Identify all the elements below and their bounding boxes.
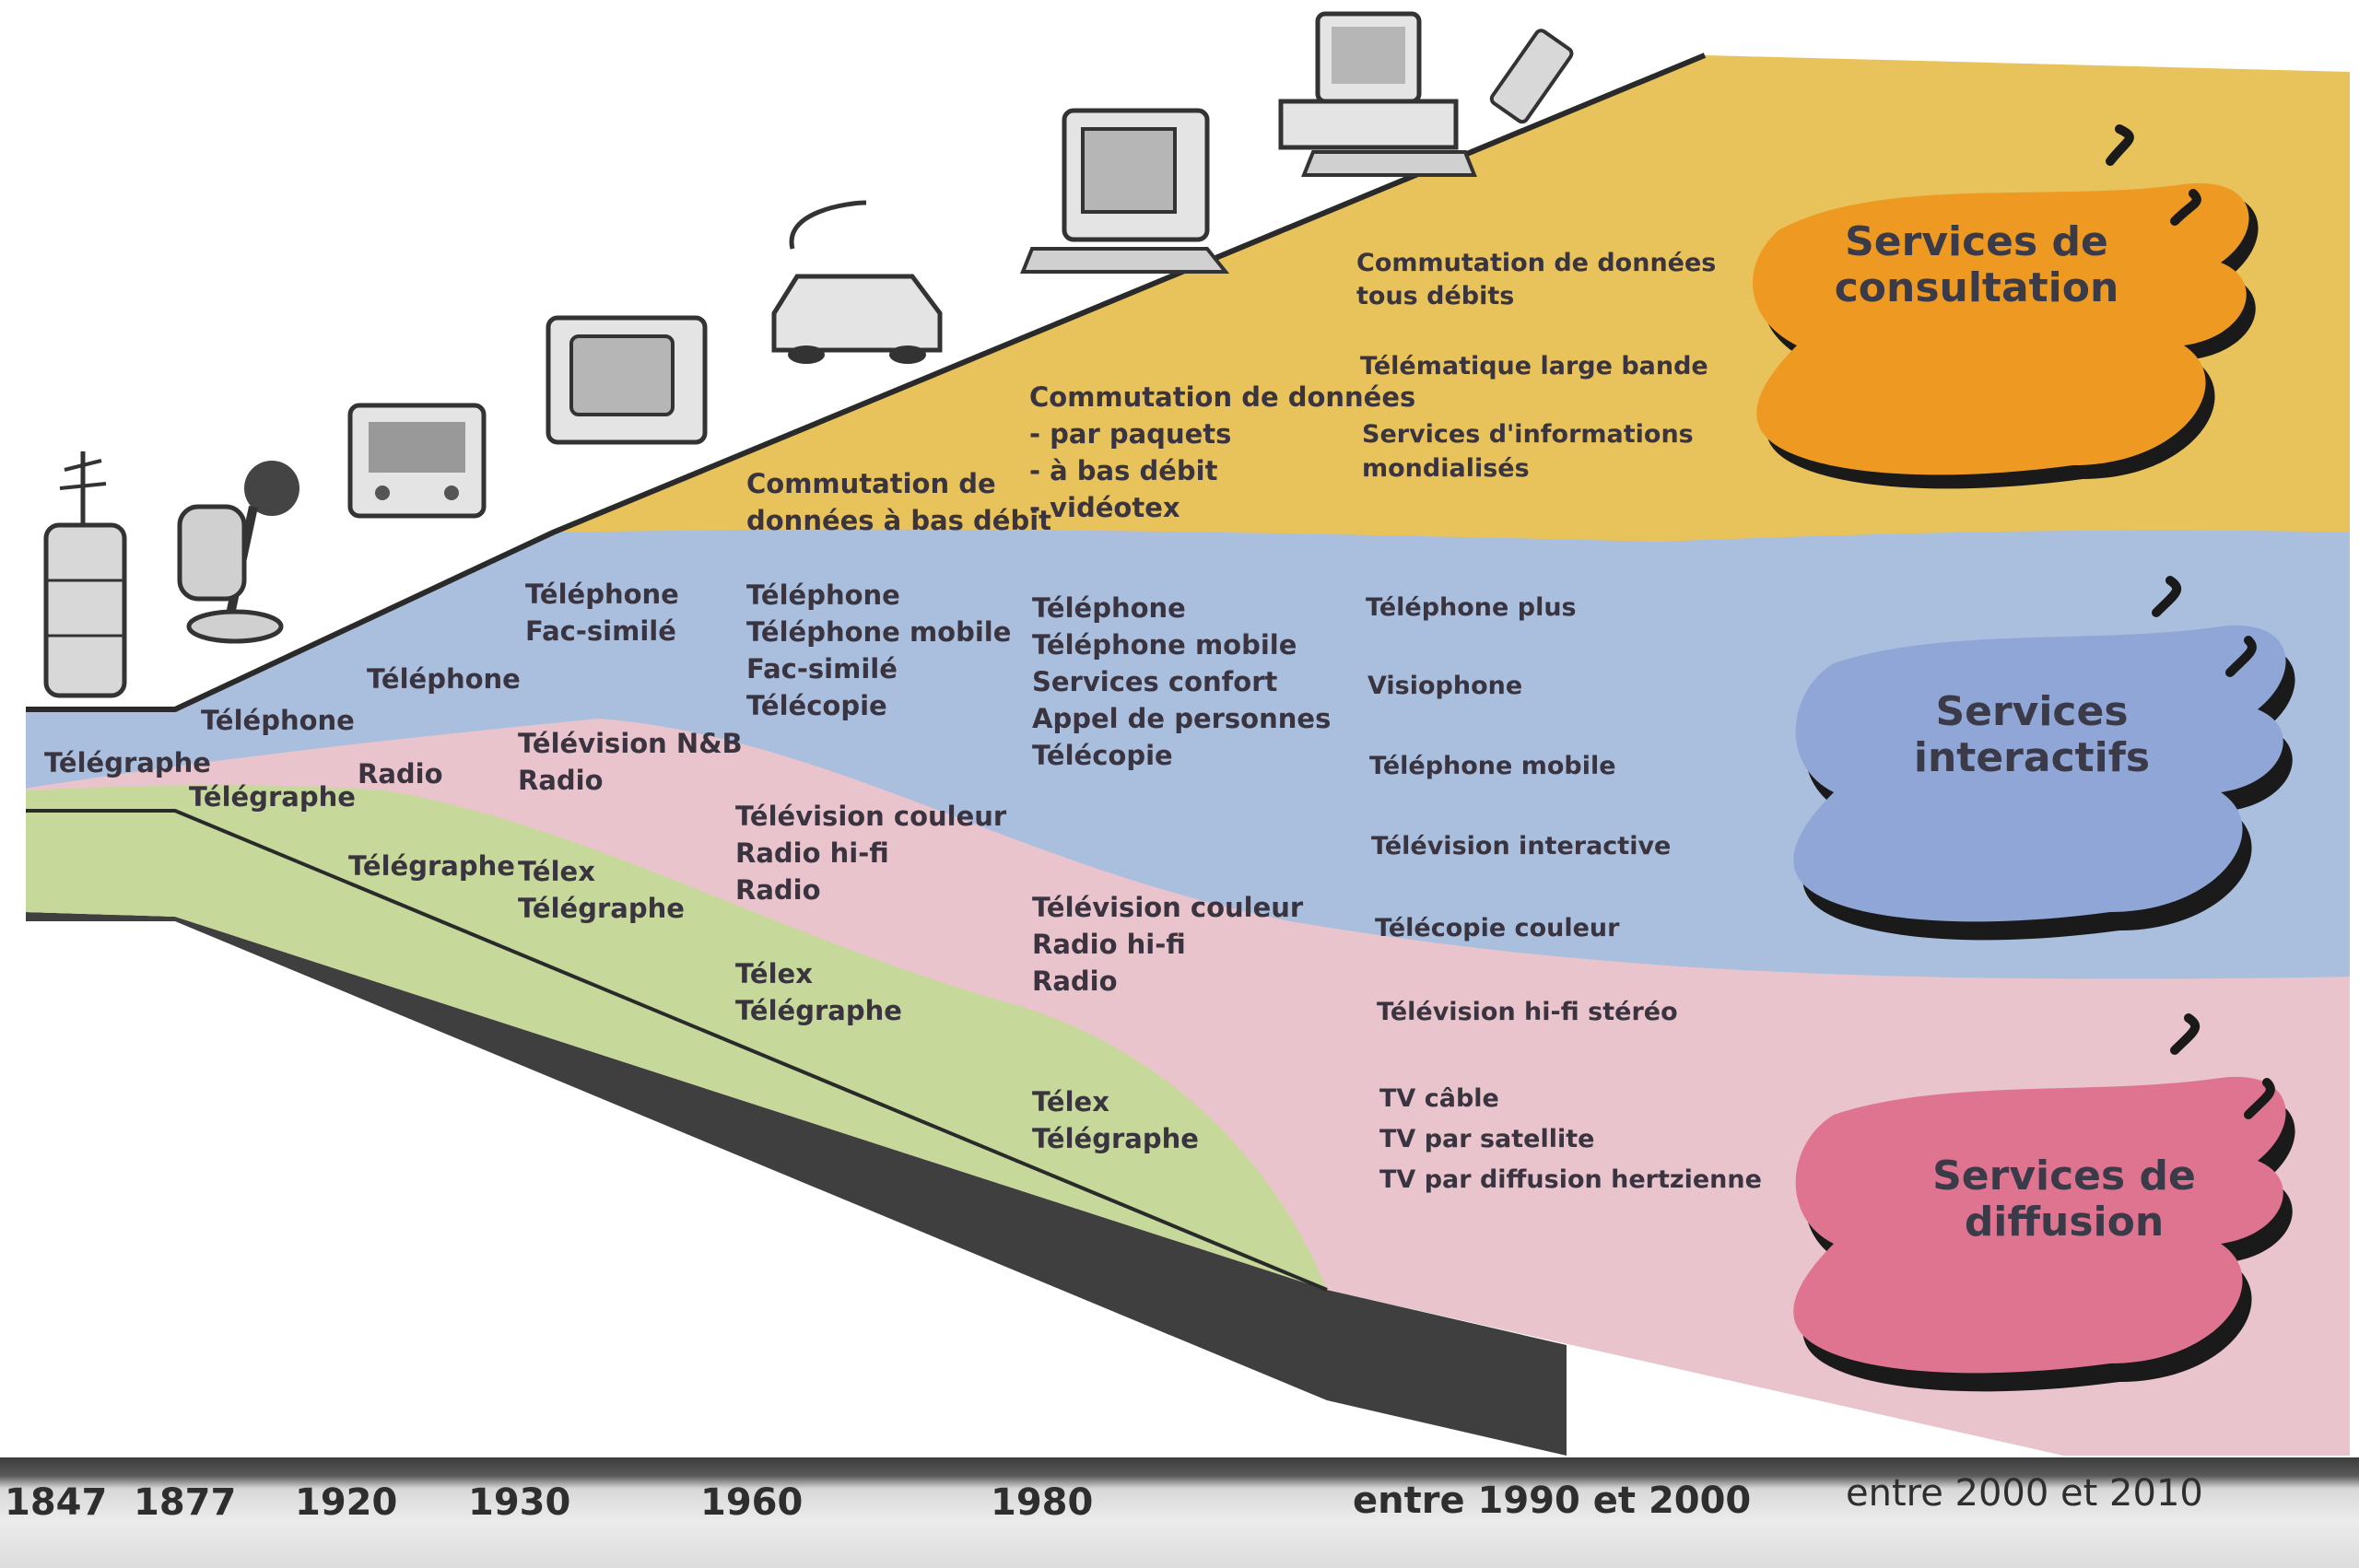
label-1990-interactive-3: Téléphone mobile [1369,752,1616,780]
timeline-bar [0,1457,2359,1568]
label-1920-broadcast: Radio [358,758,443,790]
label-1960-broadcast: Télévision couleur Radio hi-fi Radio [735,801,1007,906]
label-1877-legacy: Télégraphe [189,781,356,813]
terminal-icon [1020,108,1230,274]
label-1877-interactive: Téléphone [201,705,355,736]
label-1990-broadcast-2: TV câble TV par satellite TV par diffusi… [1379,1084,1762,1194]
telephone-icon [177,461,299,644]
blob-interactive-fill [1793,625,2286,922]
category-title-broadcast: Services de diffusion [1932,1153,2196,1246]
funnel-outline [26,53,1707,712]
telegraph-icon [43,451,127,698]
label-1990-consultation-1: Commutation de données tous débits [1356,249,1717,310]
year-1980: 1980 [991,1481,1094,1524]
label-1930-legacy: Télex Télégraphe [518,856,685,924]
label-1990-interactive-4: Télévision interactive [1371,832,1672,860]
blob-consultation [1753,124,2259,489]
label-1980-consultation: Commutation de données - par paquets - à… [1029,381,1416,523]
label-1990-interactive-2: Visiophone [1367,672,1523,700]
year-1920: 1920 [295,1481,398,1524]
mobile-phone-icon [1489,29,1574,124]
year-1930: 1930 [468,1481,571,1524]
label-1930-broadcast: Télévision N&B Radio [518,728,743,796]
label-1960-interactive: Téléphone Téléphone mobile Fac-similé Té… [746,579,1012,721]
blob-consultation-fill [1753,182,2249,475]
blob-broadcast [1793,1013,2295,1392]
television-icon [546,315,708,445]
label-1980-broadcast: Télévision couleur Radio hi-fi Radio [1032,892,1304,997]
funnel-bottom-outline [26,809,1328,1292]
label-1960-consultation: Commutation de données à bas débit [746,468,1052,536]
label-1990-broadcast-1: Télévision hi-fi stéréo [1377,998,1678,1026]
year-1990-2000: entre 1990 et 2000 [1353,1480,1752,1522]
blob-interactive [1793,576,2295,941]
label-1990-consultation-3: Services d'informations mondialisés [1362,420,1694,483]
year-1847: 1847 [5,1481,108,1524]
category-title-consultation: Services de consultation [1834,218,2119,311]
car-phone-icon [771,200,943,364]
label-1980-interactive: Téléphone Téléphone mobile Services conf… [1032,592,1332,771]
year-1960: 1960 [700,1481,804,1524]
category-title-interactive: Services interactifs [1913,688,2151,781]
label-1990-interactive-1: Téléphone plus [1366,593,1577,622]
blob-broadcast-fill [1793,1076,2286,1374]
label-1920-legacy: Télégraphe [348,850,515,882]
label-1847-legacy: Télégraphe [44,747,211,778]
label-1980-legacy: Télex Télégraphe [1032,1086,1199,1154]
radio-icon [347,403,487,519]
label-1960-legacy: Télex Télégraphe [735,958,902,1026]
label-1990-interactive-5: Télécopie couleur [1375,914,1620,942]
year-2000-2010: entre 2000 et 2010 [1846,1472,2203,1515]
computer-icon [1278,11,1477,177]
label-1930-interactive: Téléphone Fac-similé [525,579,679,647]
label-1990-consultation-2: Télématique large bande [1360,352,1708,380]
year-1877: 1877 [134,1481,237,1524]
label-1920-interactive: Téléphone [367,663,521,695]
